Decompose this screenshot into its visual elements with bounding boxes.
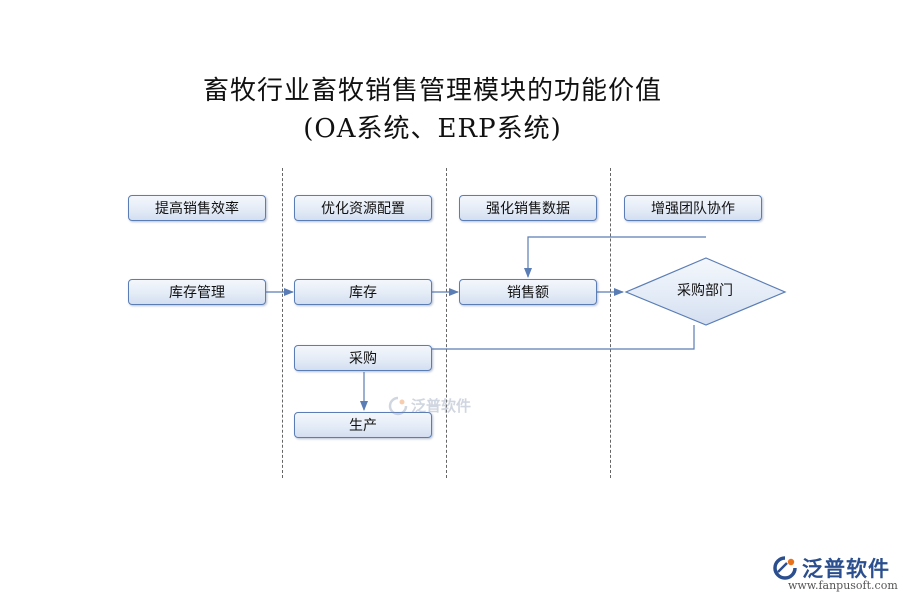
watermark-text: 泛普软件 [411,397,472,415]
footer-logo-text: 泛普软件 [802,557,890,581]
header-strengthen-sales-data: 强化销售数据 [459,195,597,221]
footer-url: www.fanpusoft.com [788,579,898,592]
header-improve-sales-efficiency: 提高销售效率 [128,195,266,221]
purchasing-dept-diamond [624,257,787,326]
watermark-logo-icon [388,396,408,415]
node-production: 生产 [294,412,432,438]
column-divider-3 [610,168,611,478]
arrow-purchasing-dept-feedback-to-sales-amount [524,236,706,278]
node-sales-amount: 销售额 [459,279,597,305]
node-inventory-management: 库存管理 [128,279,266,305]
node-purchasing: 采购 [294,345,432,371]
node-purchasing-dept-label: 采购部门 [677,283,733,299]
header-optimize-resource-allocation: 优化资源配置 [294,195,432,221]
brand-logo-icon [773,556,797,580]
header-enhance-team-collaboration: 增强团队协作 [624,195,762,221]
footer-logo: 泛普软件 [772,553,890,583]
diagram-title: 畜牧行业畜牧销售管理模块的功能价值 [202,76,662,106]
column-divider-2 [446,168,447,478]
diagram-subtitle: (OA系统、ERP系统) [303,114,562,144]
line-purchasing-dept-to-purchasing [432,325,695,350]
column-divider-1 [282,168,283,478]
node-inventory: 库存 [294,279,432,305]
watermark: 泛普软件 [388,395,471,416]
